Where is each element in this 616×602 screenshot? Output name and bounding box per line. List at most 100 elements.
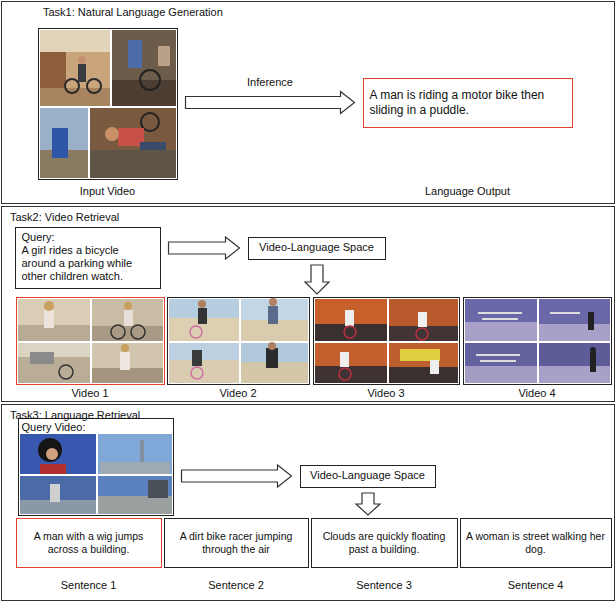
photo-detail xyxy=(465,366,537,383)
photo-detail xyxy=(52,128,68,158)
hollow-arrow xyxy=(305,265,329,294)
photo-detail xyxy=(20,476,96,514)
photo-detail xyxy=(389,299,458,341)
task-panel: Query:A girl rides a bicycle around a pa… xyxy=(1,206,615,402)
photo-detail xyxy=(465,343,537,383)
photo-detail xyxy=(20,434,96,474)
photo-detail xyxy=(241,299,308,341)
box-text: Query Video: xyxy=(22,421,170,434)
photo-detail xyxy=(550,312,580,314)
photo-detail xyxy=(90,108,176,178)
caption-label: Video 4 xyxy=(518,387,555,400)
caption-label: Video 3 xyxy=(367,387,404,400)
photo-detail xyxy=(121,344,129,352)
space-box: Video-Language Space xyxy=(248,237,386,260)
photo-detail xyxy=(198,308,207,324)
photo-detail xyxy=(158,46,170,66)
photo-detail xyxy=(92,343,163,383)
photo-detail xyxy=(192,350,202,366)
video-frame: Input Video xyxy=(38,28,178,180)
photo-detail xyxy=(269,298,277,306)
photo-detail xyxy=(430,360,439,374)
hollow-arrow xyxy=(182,465,292,487)
photo-detail xyxy=(92,368,163,383)
photo-detail xyxy=(169,360,239,383)
photo-detail xyxy=(315,299,387,341)
sentence-box: A woman is street walking her dog.Senten… xyxy=(460,518,612,568)
photo-detail xyxy=(111,325,125,339)
caption-label: Video 2 xyxy=(219,387,256,400)
photo-detail xyxy=(18,299,90,341)
photo-detail xyxy=(480,360,516,362)
video-photo xyxy=(18,299,90,341)
photo-detail xyxy=(105,127,119,141)
photo-detail xyxy=(389,326,458,341)
video-photo xyxy=(112,30,176,106)
arrow-label: Inference xyxy=(245,76,295,89)
box-text: Video-Language Space xyxy=(310,469,425,482)
photo-detail xyxy=(131,325,145,339)
photo-detail xyxy=(169,299,239,341)
box-text: A dirt bike racer jumping through the ai… xyxy=(168,530,305,555)
video-photo xyxy=(92,343,163,383)
photo-detail xyxy=(78,64,86,82)
photo-detail xyxy=(50,484,60,502)
photo-detail xyxy=(539,366,610,383)
photo-detail xyxy=(124,310,133,326)
photo-detail xyxy=(92,299,163,341)
photo-detail xyxy=(98,434,172,474)
photo-detail xyxy=(190,326,202,338)
box-text: A man is riding a motor bike then slidin… xyxy=(370,88,566,117)
box-text: A girl rides a bicycle around a parking … xyxy=(22,244,154,284)
caption-label: Language Output xyxy=(425,185,510,198)
photo-detail xyxy=(40,108,88,178)
photo-detail xyxy=(112,80,176,106)
video-photo xyxy=(465,299,537,341)
output-box: A man is riding a motor bike then slidin… xyxy=(363,78,573,128)
photo-detail xyxy=(112,30,176,106)
video-photo xyxy=(98,476,172,514)
photo-detail xyxy=(389,367,458,383)
query-box: Query:A girl rides a bicycle around a pa… xyxy=(15,227,161,289)
photo-detail xyxy=(128,40,142,68)
space-box: Video-Language Space xyxy=(300,465,436,488)
box-text: A man with a wig jumps across a building… xyxy=(20,530,158,555)
video-frame: Video 2 xyxy=(167,297,310,385)
video-photo xyxy=(20,476,96,514)
photo-detail xyxy=(100,462,170,474)
photo-detail xyxy=(315,366,387,383)
photo-detail xyxy=(315,343,387,383)
photo-detail xyxy=(418,312,427,327)
video-photo xyxy=(20,434,96,474)
panel-title: Task2: Video Retrieval xyxy=(10,211,119,224)
photo-detail xyxy=(44,310,54,328)
photo-detail xyxy=(268,306,278,324)
photo-detail xyxy=(124,302,132,310)
photo-detail xyxy=(339,368,351,380)
photo-detail xyxy=(90,150,176,178)
caption-label: Sentence 3 xyxy=(356,579,412,592)
photo-detail xyxy=(40,464,66,474)
photo-detail xyxy=(18,343,90,383)
hollow-arrow xyxy=(186,92,355,114)
photo-detail xyxy=(268,342,276,350)
photo-detail xyxy=(65,79,79,93)
video-photo xyxy=(389,299,458,341)
photo-detail xyxy=(191,367,203,379)
photo-detail xyxy=(87,79,101,93)
sentence-box: A dirt bike racer jumping through the ai… xyxy=(164,518,309,568)
video-photo xyxy=(241,298,308,341)
video-photo xyxy=(92,299,163,341)
hollow-arrow xyxy=(356,493,380,515)
photo-detail xyxy=(389,343,458,383)
photo-detail xyxy=(416,328,428,340)
video-photo xyxy=(389,343,458,383)
photo-detail xyxy=(590,347,596,353)
photo-detail xyxy=(140,142,166,150)
video-photo xyxy=(40,30,110,106)
video-frame: Video 1 xyxy=(16,297,165,385)
box-text: Video-Language Space xyxy=(259,241,374,254)
photo-detail xyxy=(315,324,387,341)
photo-detail xyxy=(20,500,96,514)
photo-detail xyxy=(38,438,62,462)
